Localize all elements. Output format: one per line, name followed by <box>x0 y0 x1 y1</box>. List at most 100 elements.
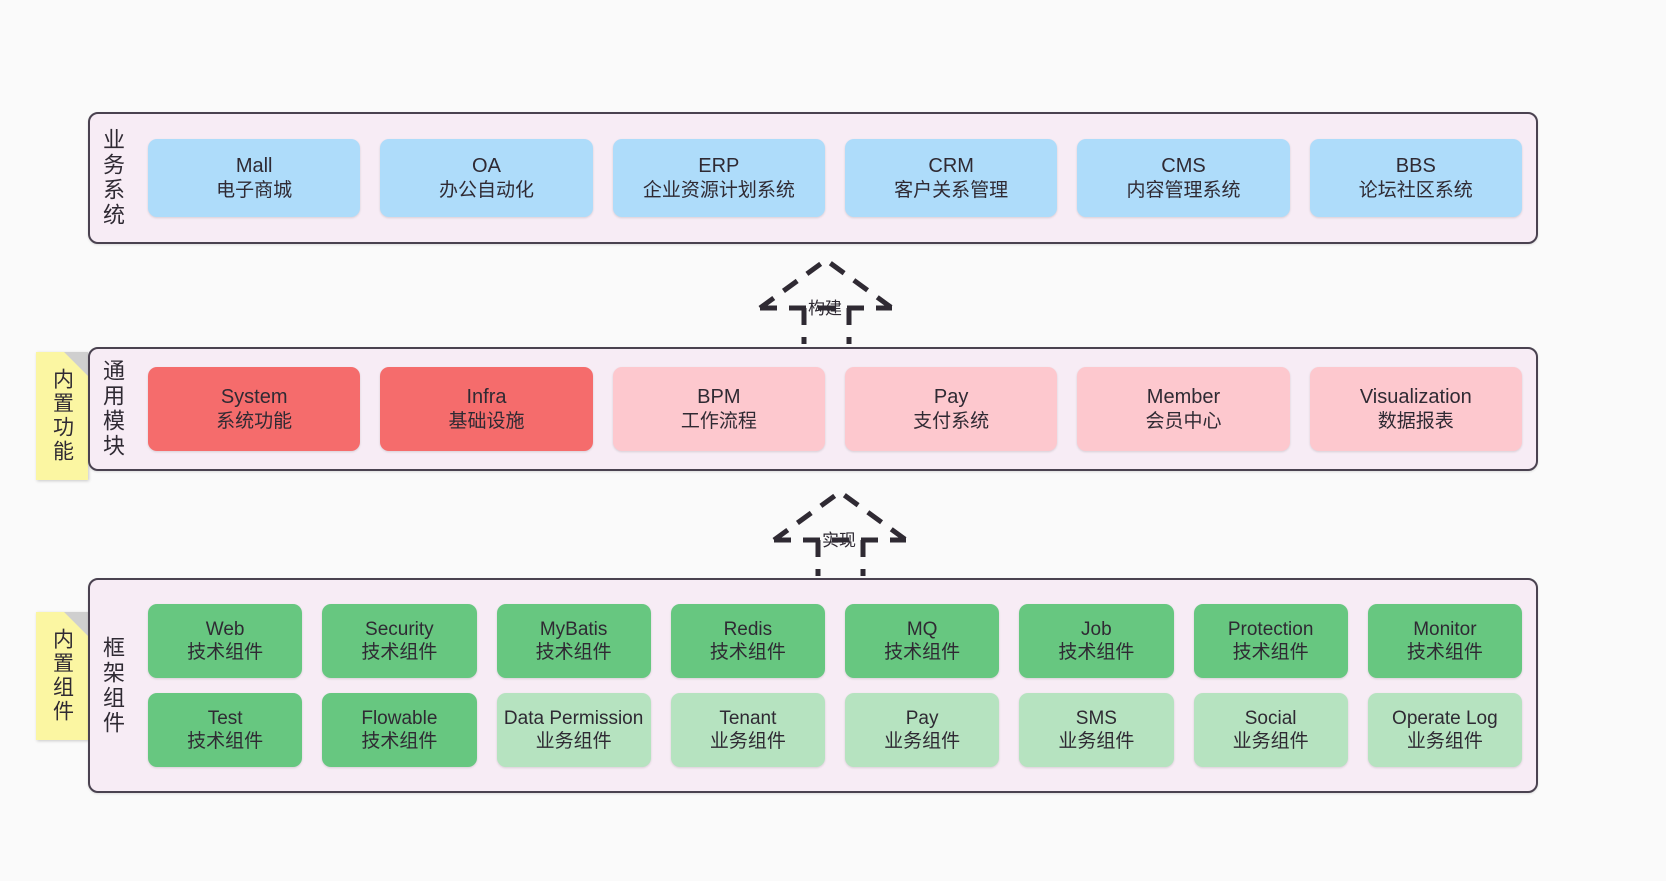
sticky-note-builtin-function-label: 内置功能 <box>50 368 74 464</box>
node-oa-desc: 办公自动化 <box>438 179 534 201</box>
node-mybatis[interactable]: MyBatis 技术组件 <box>496 604 651 678</box>
node-monitor[interactable]: Monitor 技术组件 <box>1367 604 1522 678</box>
node-member-name: Member <box>1146 386 1221 409</box>
node-crm-name: CRM <box>928 155 974 178</box>
node-tenant-desc: 业务组件 <box>709 731 786 752</box>
node-cms-desc: 内容管理系统 <box>1126 179 1241 201</box>
node-cms[interactable]: CMS 内容管理系统 <box>1077 139 1290 217</box>
node-data-permission-name: Data Permission <box>503 707 644 729</box>
node-pay-module-name: Pay <box>933 386 969 409</box>
node-pay-module[interactable]: Pay 支付系统 <box>844 367 1058 451</box>
node-flowable-name: Flowable <box>361 707 438 729</box>
node-job[interactable]: Job 技术组件 <box>1019 604 1174 678</box>
connector-implement: 实现 <box>770 488 920 576</box>
node-data-permission[interactable]: Data Permission 业务组件 <box>496 693 651 767</box>
node-pay-component[interactable]: Pay 业务组件 <box>845 693 1000 767</box>
node-erp-desc: 企业资源计划系统 <box>642 179 795 201</box>
node-mybatis-desc: 技术组件 <box>535 642 612 663</box>
node-security-desc: 技术组件 <box>361 642 438 663</box>
node-bpm[interactable]: BPM 工作流程 <box>612 367 825 451</box>
node-web[interactable]: Web 技术组件 <box>148 604 303 678</box>
node-flowable[interactable]: Flowable 技术组件 <box>322 693 477 767</box>
sticky-fold-corner-icon <box>64 612 88 636</box>
node-system-desc: 系统功能 <box>216 410 293 432</box>
node-mq-name: MQ <box>906 618 938 640</box>
node-system-name: System <box>220 386 288 409</box>
node-flowable-desc: 技术组件 <box>361 731 438 752</box>
node-infra-name: Infra <box>466 386 507 409</box>
connector-build-glyph <box>758 256 894 344</box>
layer-framework-components[interactable]: 框架组件 Web 技术组件 Security 技术组件 MyBatis 技术组件… <box>88 578 1538 793</box>
node-mall[interactable]: Mall 电子商城 <box>148 139 361 217</box>
node-sms-name: SMS <box>1075 707 1117 729</box>
node-protection[interactable]: Protection 技术组件 <box>1193 604 1348 678</box>
sticky-fold-corner-icon <box>64 352 88 376</box>
node-protection-desc: 技术组件 <box>1232 642 1309 663</box>
node-job-desc: 技术组件 <box>1058 642 1135 663</box>
node-system[interactable]: System 系统功能 <box>148 367 361 451</box>
node-test-desc: 技术组件 <box>187 731 264 752</box>
framework-biz-row: Test 技术组件 Flowable 技术组件 Data Permission … <box>148 693 1522 767</box>
node-crm-desc: 客户关系管理 <box>894 179 1009 201</box>
modules-node-row: System 系统功能 Infra 基础设施 BPM 工作流程 Pay 支付系统… <box>148 367 1522 451</box>
node-monitor-name: Monitor <box>1413 618 1477 640</box>
node-bpm-name: BPM <box>697 386 741 409</box>
node-visualization[interactable]: Visualization 数据报表 <box>1309 367 1522 451</box>
node-social-desc: 业务组件 <box>1232 731 1309 752</box>
node-visualization-desc: 数据报表 <box>1377 410 1454 432</box>
layer-business-system[interactable]: 业务系统 Mall 电子商城 OA 办公自动化 ERP 企业资源计划系统 CRM… <box>88 112 1538 244</box>
node-bpm-desc: 工作流程 <box>680 410 757 432</box>
node-erp-name: ERP <box>698 155 740 178</box>
node-security-name: Security <box>365 618 434 640</box>
node-operate-log-desc: 业务组件 <box>1406 731 1483 752</box>
node-web-desc: 技术组件 <box>187 642 264 663</box>
layer-common-modules[interactable]: 通用模块 System 系统功能 Infra 基础设施 BPM 工作流程 Pay… <box>88 347 1538 471</box>
layer-business-system-title: 业务系统 <box>100 128 125 228</box>
connector-implement-label: 实现 <box>822 531 856 550</box>
node-social-name: Social <box>1244 707 1297 729</box>
node-sms[interactable]: SMS 业务组件 <box>1019 693 1174 767</box>
node-mall-name: Mall <box>235 155 273 178</box>
node-tenant[interactable]: Tenant 业务组件 <box>670 693 825 767</box>
node-sms-desc: 业务组件 <box>1058 731 1135 752</box>
node-test[interactable]: Test 技术组件 <box>148 693 303 767</box>
node-crm[interactable]: CRM 客户关系管理 <box>844 139 1058 217</box>
node-bbs-name: BBS <box>1395 155 1436 178</box>
layer-framework-components-title: 框架组件 <box>100 635 125 736</box>
node-operate-log[interactable]: Operate Log 业务组件 <box>1367 693 1522 767</box>
node-security[interactable]: Security 技术组件 <box>322 604 477 678</box>
layer-framework-components-body: Web 技术组件 Security 技术组件 MyBatis 技术组件 Redi… <box>134 580 1536 791</box>
node-visualization-name: Visualization <box>1359 386 1472 409</box>
node-data-permission-desc: 业务组件 <box>535 731 612 752</box>
node-pay-module-desc: 支付系统 <box>913 410 990 432</box>
node-redis[interactable]: Redis 技术组件 <box>670 604 825 678</box>
sticky-note-builtin-component-label: 内置组件 <box>50 628 74 724</box>
node-social[interactable]: Social 业务组件 <box>1193 693 1348 767</box>
connector-build: 构建 <box>756 256 906 344</box>
node-infra-desc: 基础设施 <box>448 410 525 432</box>
node-mq-desc: 技术组件 <box>884 642 961 663</box>
node-bbs[interactable]: BBS 论坛社区系统 <box>1309 139 1522 217</box>
node-infra[interactable]: Infra 基础设施 <box>380 367 593 451</box>
node-test-name: Test <box>207 707 243 729</box>
node-pay-component-name: Pay <box>905 707 939 729</box>
node-mybatis-name: MyBatis <box>539 618 608 640</box>
node-erp[interactable]: ERP 企业资源计划系统 <box>612 139 825 217</box>
node-member-desc: 会员中心 <box>1145 410 1222 432</box>
node-redis-name: Redis <box>723 618 773 640</box>
node-oa-name: OA <box>472 155 501 178</box>
connector-implement-glyph <box>772 488 908 576</box>
node-member[interactable]: Member 会员中心 <box>1077 367 1290 451</box>
sticky-note-builtin-component: 内置组件 <box>36 612 88 740</box>
node-job-name: Job <box>1081 618 1112 640</box>
node-tenant-name: Tenant <box>719 707 777 729</box>
sticky-note-builtin-function: 内置功能 <box>36 352 88 480</box>
node-oa[interactable]: OA 办公自动化 <box>380 139 593 217</box>
node-operate-log-name: Operate Log <box>1392 707 1498 729</box>
node-monitor-desc: 技术组件 <box>1406 642 1483 663</box>
layer-common-modules-title: 通用模块 <box>100 359 125 459</box>
node-mq[interactable]: MQ 技术组件 <box>845 604 1000 678</box>
node-cms-name: CMS <box>1161 155 1206 178</box>
node-redis-desc: 技术组件 <box>709 642 786 663</box>
